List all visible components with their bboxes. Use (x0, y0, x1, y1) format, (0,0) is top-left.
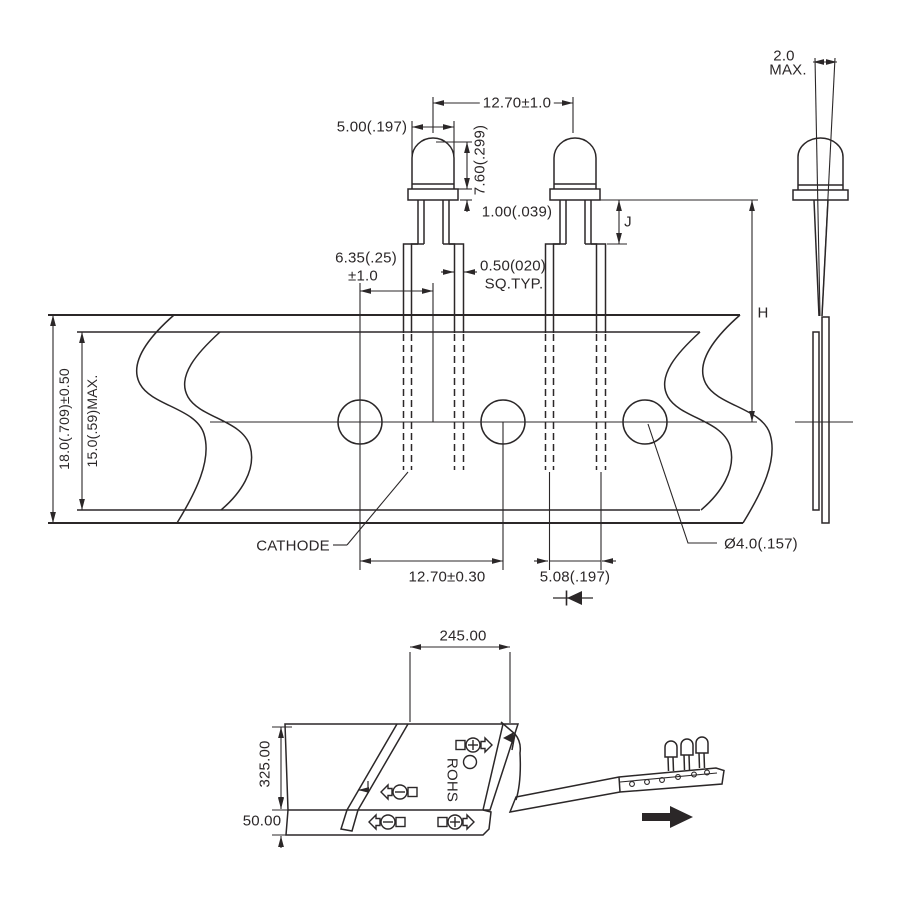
box-flap-seam (346, 723, 398, 811)
break-curve (135, 314, 207, 524)
dim-box-length: 245.00 (439, 627, 487, 645)
box-flap-seam (357, 723, 409, 811)
label-rohs: ROHS (443, 757, 461, 803)
strip-led (695, 736, 709, 769)
tilt-envelope-line (814, 57, 821, 317)
box-icons (358, 736, 493, 831)
break-curve (663, 331, 733, 511)
dim-tape-inner: 15.0(.59)MAX. (84, 374, 100, 468)
packaging-box (284, 721, 522, 836)
strip-led (680, 738, 694, 771)
minus-circle-left-arrow-icon (380, 783, 418, 801)
box-front-band (285, 809, 492, 836)
plus-circle-right-arrow-icon (437, 813, 475, 831)
box-flap-tail (340, 809, 359, 832)
led-flange-side (792, 189, 849, 201)
break-curve (183, 331, 253, 511)
dim-lead-spacing: 5.08(.197) (539, 568, 611, 586)
dim-hole-to-lead-tol: ±1.0 (348, 267, 378, 285)
dim-box-height: 50.00 (242, 812, 282, 830)
dim-flange-thickness: 1.00(.039) (481, 203, 553, 221)
led-side-view (792, 57, 849, 317)
label-j: J (624, 213, 632, 231)
dim-hole-dia: Ø4.0(.157) (724, 535, 798, 553)
dim-tilt-max: 2.0 (773, 47, 795, 65)
plus-circle-right-arrow-icon (455, 736, 493, 754)
dim-lead-square-sfx: SQ.TYP. (484, 275, 544, 293)
minus-circle-left-arrow-icon (368, 813, 406, 831)
dim-led-pitch: 12.70±1.0 (479, 95, 555, 111)
led-front-view-2 (544, 137, 607, 470)
label-h: H (757, 304, 769, 322)
dim-sprocket-pitch: 12.70±0.30 (408, 568, 486, 586)
label-cathode: CATHODE (256, 537, 330, 555)
box-flap-seam (482, 723, 504, 811)
led-body-side (797, 137, 844, 190)
led-body (411, 137, 455, 189)
tilt-envelope-line (821, 57, 836, 317)
dim-body-width: 5.00(.197) (336, 118, 408, 136)
dim-tape-total: 18.0(.709)±0.50 (56, 368, 72, 470)
flap-arrow-icon (358, 781, 369, 793)
rohs-circle-icon (462, 754, 478, 770)
dim-lead-square: 0.50(020) (479, 257, 547, 275)
dim-tilt-max-sfx: MAX. (769, 61, 807, 79)
sprocket-hole (622, 399, 668, 445)
dim-hole-to-lead: 6.35(.25) (335, 249, 397, 267)
crimped-lead (591, 243, 607, 333)
dim-body-height: 7.60(.299) (471, 124, 489, 196)
box-top-face (284, 723, 520, 811)
crimped-lead (449, 243, 465, 333)
strip-led (664, 740, 678, 772)
tape-front-view (48, 314, 773, 524)
tape-strip (508, 736, 725, 813)
dimensions (50, 59, 837, 848)
led-flange (407, 188, 459, 201)
corner-arrow-icon (503, 732, 514, 743)
led-body (553, 137, 597, 189)
dim-box-depth: 325.00 (256, 740, 274, 788)
led-flange (549, 188, 601, 201)
tape-side-view (795, 316, 853, 524)
strip-outline (508, 767, 725, 813)
led-front-view-1 (402, 137, 465, 470)
break-curve (701, 314, 773, 524)
feed-direction-arrow-icon (642, 806, 693, 828)
diode-symbol-icon (553, 590, 593, 606)
